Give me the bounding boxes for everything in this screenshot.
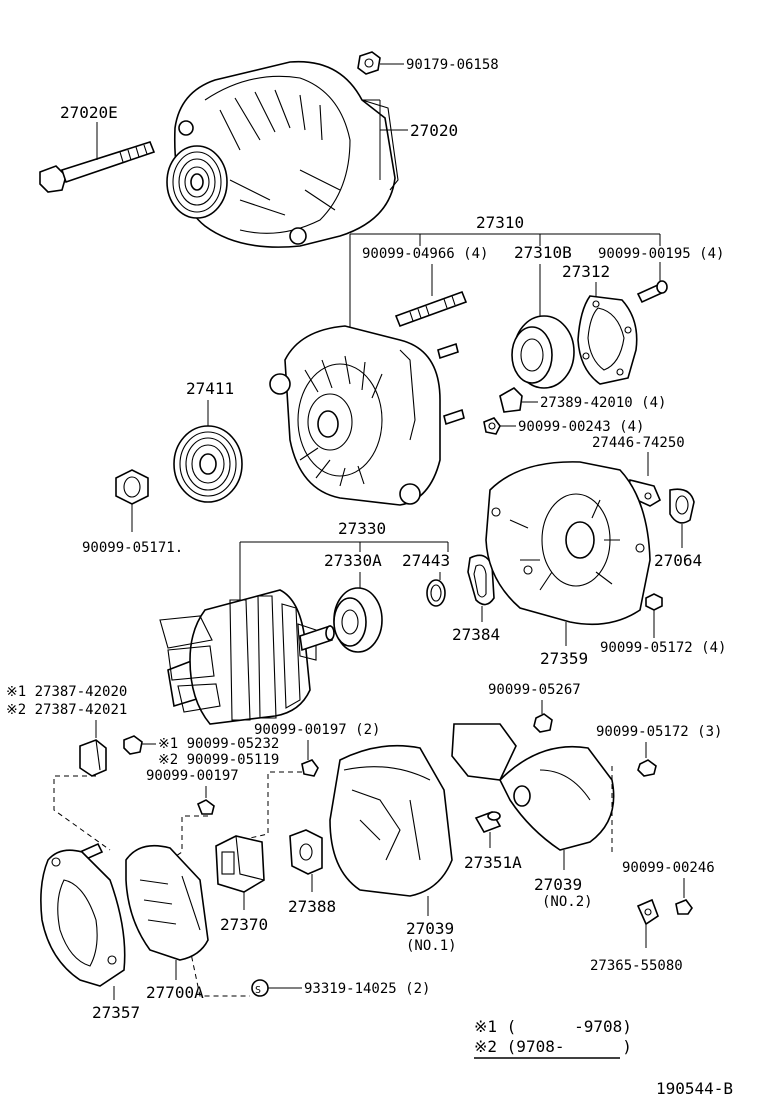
- label-screw-00197-single: 90099-00197: [146, 768, 239, 784]
- label-ring-27443: 27443: [402, 551, 450, 570]
- nut-top-drawing: [357, 51, 404, 75]
- stud-bolt-drawing: [394, 264, 468, 328]
- washer-14025-drawing: S: [251, 979, 302, 997]
- label-bolt-alt-1: ※1 90099-05232: [158, 736, 279, 752]
- label-insulator: 27389-42010 (4): [540, 395, 666, 411]
- label-bearing-rear: 27310B: [514, 243, 572, 262]
- bearing-27330a-drawing: [333, 572, 383, 653]
- label-rear-frame: 27359: [540, 649, 588, 668]
- pulley-drawing: [173, 425, 243, 503]
- insulator-drawing: [499, 387, 538, 413]
- label-regulator: 27700A: [146, 983, 204, 1002]
- label-nut-05172-4: 90099-05172 (4): [600, 640, 726, 656]
- bolt-alt-drawing: [123, 735, 156, 755]
- label-bearing-27330a: 27330A: [324, 551, 382, 570]
- legend: ※1 ( -9708) ※2 (9708- ): [474, 1017, 632, 1059]
- cover-27064-drawing: [669, 488, 695, 548]
- figure-code: 190544-B: [656, 1079, 733, 1098]
- label-stud-bolt: 90099-04966 (4): [362, 246, 488, 262]
- rear-frame-drawing: [485, 461, 651, 646]
- label-nut-05267: 90099-05267: [488, 682, 581, 698]
- label-end-cover-1: 27039: [406, 919, 454, 938]
- label-terminal-74250: 27446-74250: [592, 435, 685, 451]
- plate-55080-drawing: [636, 898, 659, 948]
- gasket-27384-drawing: [467, 554, 495, 622]
- bushing-drawing: [474, 811, 502, 848]
- through-bolt-drawing: [39, 122, 156, 193]
- brush-holder-drawing: [215, 835, 265, 910]
- terminal-insulator-drawing: [289, 829, 323, 892]
- label-screw-top-right: 90099-00195 (4): [598, 246, 724, 262]
- label-bushing: 27351A: [464, 853, 522, 872]
- retainer-plate-drawing: [577, 282, 638, 385]
- label-washer-14025: 93319-14025 (2): [304, 981, 430, 997]
- label-rotor-assy: 27330: [338, 519, 386, 538]
- legend-line-2: ※2 (9708- ): [474, 1037, 632, 1056]
- legend-line-1: ※1 ( -9708): [474, 1017, 632, 1036]
- end-cover-1-drawing: [329, 744, 453, 916]
- label-screw-00197-2: 90099-00197 (2): [254, 722, 380, 738]
- label-cover-27064: 27064: [654, 551, 702, 570]
- label-end-cover-2: 27039: [534, 875, 582, 894]
- screw-00197-single-drawing: [196, 799, 215, 815]
- ring-27443-drawing: [426, 572, 446, 607]
- label-alternator: 27020: [410, 121, 458, 140]
- label-plate-55080: 27365-55080: [590, 958, 683, 974]
- nut-05171-drawing: [115, 469, 149, 532]
- rectifier-drawing: [40, 842, 126, 1000]
- label-holder-1: ※1 27387-42020: [6, 684, 127, 700]
- label-terminal-insulator: 27388: [288, 897, 336, 916]
- label-brush-holder: 27370: [220, 915, 268, 934]
- holder-drawing: [79, 720, 107, 777]
- label-pulley: 27411: [186, 379, 234, 398]
- nut-05172-4-drawing: [645, 593, 663, 638]
- label-retainer: 27312: [562, 262, 610, 281]
- label-end-cover-1-note: (NO.1): [406, 938, 457, 954]
- nut-05267-drawing: [533, 713, 553, 733]
- nut-05172-3-drawing: [637, 759, 657, 777]
- label-screw-00243: 90099-00243 (4): [518, 419, 644, 435]
- label-gasket-27384: 27384: [452, 625, 500, 644]
- screw-00246-drawing: [675, 899, 693, 915]
- alternator-assembly-drawing: [166, 60, 399, 248]
- label-nut-05172-3: 90099-05172 (3): [596, 724, 722, 740]
- screw-00243-drawing: [483, 417, 516, 435]
- label-nut-05171: 90099-05171.: [82, 540, 183, 556]
- screw-top-right-drawing: [636, 262, 668, 304]
- rear-bearing-drawing: [511, 264, 575, 389]
- screw-00197-2-drawing: [301, 759, 319, 777]
- label-frame-assy: 27310: [476, 213, 524, 232]
- label-holder-2: ※2 27387-42021: [6, 702, 127, 718]
- label-end-cover-2-note: (NO.2): [542, 894, 593, 910]
- regulator-drawing: [125, 844, 209, 980]
- rotor-drawing: [159, 589, 335, 725]
- label-rectifier: 27357: [92, 1003, 140, 1022]
- label-screw-00246: 90099-00246: [622, 860, 715, 876]
- drive-end-frame-drawing: [269, 325, 465, 506]
- label-nut-top: 90179-06158: [406, 57, 499, 73]
- label-bolt-alt-2: ※2 90099-05119: [158, 752, 279, 768]
- label-bolt: 27020E: [60, 103, 118, 122]
- svg-text:S: S: [255, 985, 261, 996]
- end-cover-2-drawing: [451, 723, 615, 870]
